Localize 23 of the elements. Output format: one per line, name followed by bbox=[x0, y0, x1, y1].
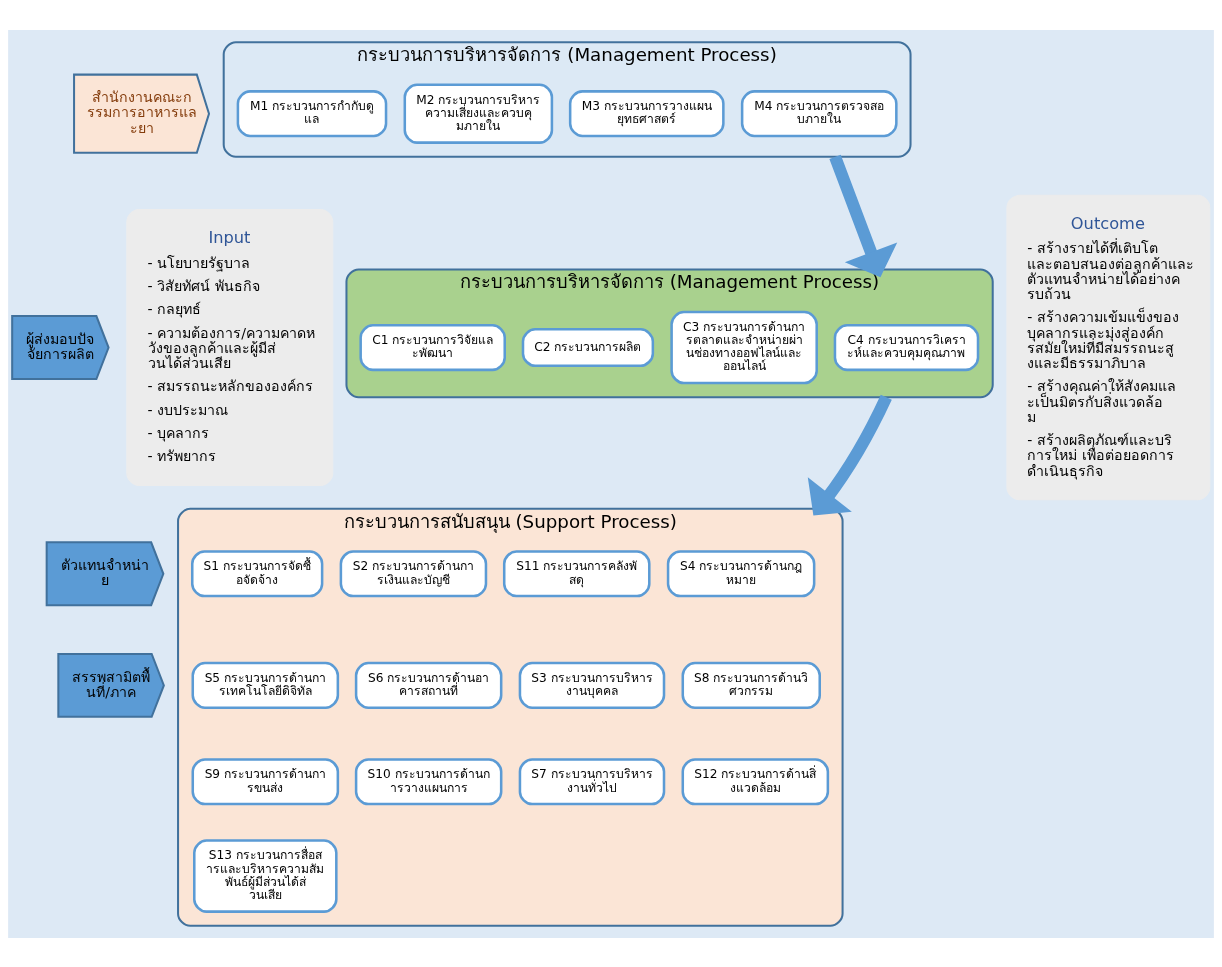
node-box: M1 กระบวนการกำกับดูแล bbox=[236, 89, 388, 137]
node-box: S6 กระบวนการด้านอาคารสถานที่ bbox=[354, 661, 503, 709]
arrow bbox=[807, 394, 892, 515]
node-box: C1 กระบวนการวิจัยและพัฒนา bbox=[359, 323, 506, 371]
node-box: C3 กระบวนการด้านการตลาดและจำหน่ายผ่านช่องทางออฟไลน์และออนไลน์ bbox=[670, 310, 818, 384]
node-box: S1 กระบวนการจัดซื้อจัดจ้าง bbox=[191, 549, 324, 597]
node-box: S9 กระบวนการด้านการขนส่ง bbox=[191, 757, 340, 805]
node-box: C4 กระบวนการวิเคราะห์และควบคุมคุณภาพ bbox=[833, 323, 980, 371]
node-box: M3 กระบวนการวางแผนยุทธศาสตร์ bbox=[568, 89, 725, 137]
node-box: M4 กระบวนการตรวจสอบภายใน bbox=[740, 89, 898, 137]
node-box: S2 กระบวนการด้านการเงินและบัญชี bbox=[339, 549, 488, 597]
node-box: S5 กระบวนการด้านการเทคโนโลยีดิจิทัล bbox=[191, 661, 340, 709]
node-box: S12 กระบวนการด้านสิ่งแวดล้อม bbox=[681, 757, 830, 805]
arrow bbox=[829, 154, 898, 277]
node-box: S10 กระบวนการด้านการวางแผนการ bbox=[354, 757, 503, 805]
node-box: S13 กระบวนการสื่อสารและบริหารความสัมพันธ์ผู้มีส่วนได้ส่วนเสีย bbox=[193, 838, 338, 913]
node-box: C2 กระบวนการผลิต bbox=[521, 327, 655, 367]
node-box: S8 กระบวนการด้านวิศวกรรม bbox=[681, 661, 821, 709]
node-box: S3 กระบวนการบริหารงานบุคคล bbox=[518, 661, 666, 709]
node-box: M2 กระบวนการบริหารความเสี่ยงและควบคุมภายใน bbox=[403, 83, 554, 144]
node-box: S11 กระบวนการคลังพัสดุ bbox=[502, 549, 651, 597]
node-box: S7 กระบวนการบริหารงานทั่วไป bbox=[518, 757, 666, 805]
node-box: S4 กระบวนการด้านกฎหมาย bbox=[666, 549, 816, 597]
